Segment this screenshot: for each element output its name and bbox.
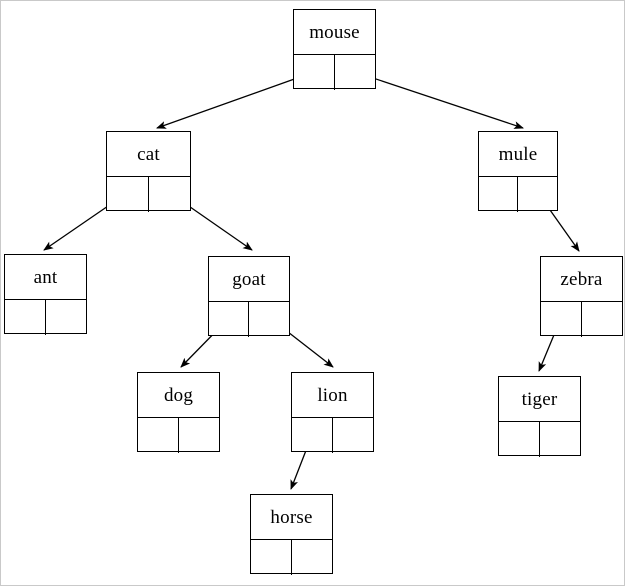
node-left-pointer-cat[interactable] (107, 177, 149, 212)
node-left-pointer-dog[interactable] (138, 418, 179, 453)
node-label-goat: goat (232, 268, 266, 290)
node-right-pointer-horse[interactable] (292, 540, 333, 575)
tree-node-lion[interactable]: lion (291, 372, 374, 453)
tree-node-mule[interactable]: mule (478, 131, 558, 212)
node-right-pointer-mouse[interactable] (335, 55, 376, 90)
tree-node-horse[interactable]: horse (250, 494, 333, 575)
tree-node-zebra[interactable]: zebra (540, 256, 623, 337)
node-label-lion: lion (317, 384, 348, 406)
node-label-horse: horse (270, 506, 313, 528)
node-label-tiger: tiger (521, 388, 558, 410)
node-right-pointer-lion[interactable] (333, 418, 374, 453)
node-pointer-row-lion (292, 417, 373, 453)
tree-node-mouse[interactable]: mouse (293, 9, 376, 90)
node-pointer-row-goat (209, 301, 289, 337)
node-label-ant: ant (33, 266, 58, 288)
tree-node-tiger[interactable]: tiger (498, 376, 581, 457)
tree-edge-mouse-right-mule (354, 71, 524, 129)
node-left-pointer-mouse[interactable] (294, 55, 335, 90)
node-pointer-row-dog (138, 417, 219, 453)
node-label-mule: mule (498, 143, 538, 165)
tree-edge-mouse-left-cat (156, 71, 315, 129)
node-label-cat: cat (137, 143, 160, 165)
node-left-pointer-ant[interactable] (5, 300, 46, 335)
node-pointer-row-cat (107, 176, 190, 212)
node-right-pointer-ant[interactable] (46, 300, 87, 335)
node-left-pointer-tiger[interactable] (499, 422, 540, 457)
node-pointer-row-zebra (541, 301, 622, 337)
node-left-pointer-goat[interactable] (209, 302, 249, 337)
node-pointer-row-mule (479, 176, 557, 212)
node-left-pointer-mule[interactable] (479, 177, 518, 212)
node-left-pointer-lion[interactable] (292, 418, 333, 453)
node-right-pointer-mule[interactable] (518, 177, 557, 212)
node-pointer-row-mouse (294, 54, 375, 90)
node-label-dog: dog (163, 384, 194, 406)
tree-node-cat[interactable]: cat (106, 131, 191, 212)
node-right-pointer-goat[interactable] (249, 302, 289, 337)
node-left-pointer-horse[interactable] (251, 540, 292, 575)
node-label-mouse: mouse (309, 21, 360, 43)
node-pointer-row-tiger (499, 421, 580, 457)
node-label-zebra: zebra (560, 268, 603, 290)
node-pointer-row-ant (5, 299, 86, 335)
tree-node-goat[interactable]: goat (208, 256, 290, 337)
node-right-pointer-zebra[interactable] (582, 302, 623, 337)
tree-node-dog[interactable]: dog (137, 372, 220, 453)
node-right-pointer-dog[interactable] (179, 418, 220, 453)
tree-node-ant[interactable]: ant (4, 254, 87, 335)
node-right-pointer-cat[interactable] (149, 177, 191, 212)
node-pointer-row-horse (251, 539, 332, 575)
node-left-pointer-zebra[interactable] (541, 302, 582, 337)
node-right-pointer-tiger[interactable] (540, 422, 581, 457)
